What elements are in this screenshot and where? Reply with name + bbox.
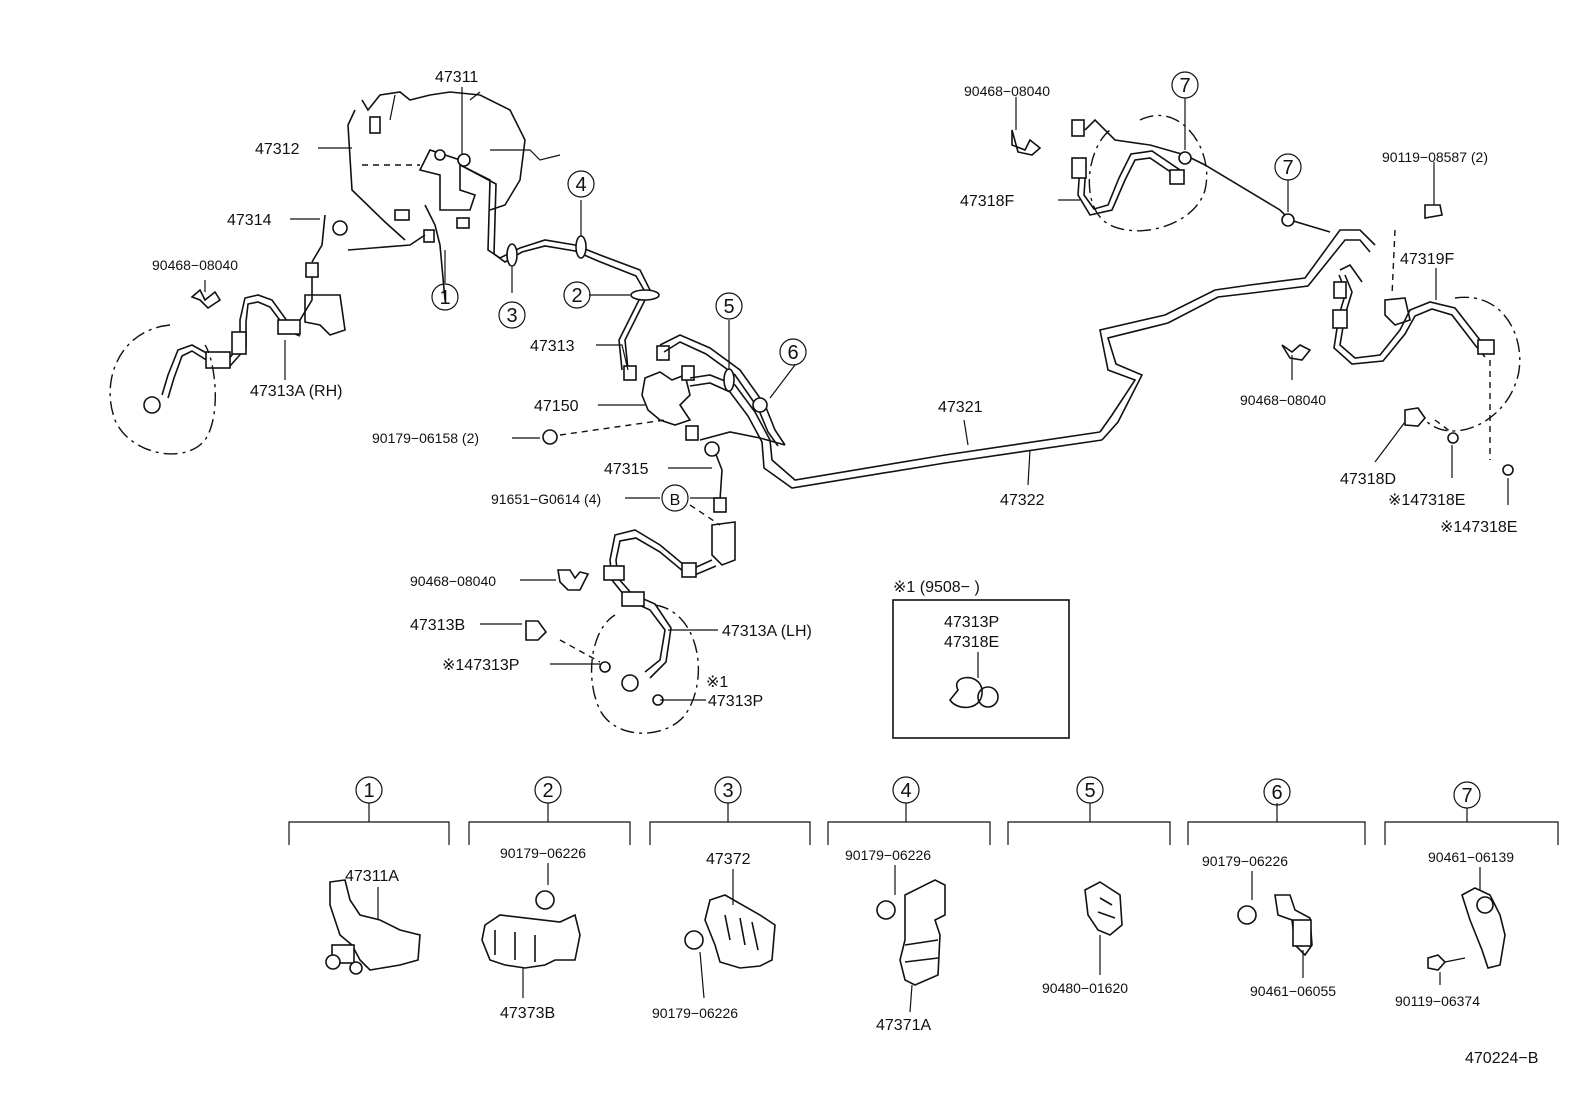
detail-5-number: 5 [1084,780,1095,802]
callout-7a: 7 [1179,75,1190,97]
label-47313: 47313 [530,338,575,355]
label-47314: 47314 [227,212,272,229]
proportioning-valve-47150 [542,334,1103,489]
note-box-title: ※1 (9508− ) [893,579,980,596]
detail-6-number: 6 [1271,782,1282,804]
callout-7b: 7 [1282,157,1293,179]
label-47313a-lh: 47313A (LH) [722,623,812,640]
callout-1: 1 [439,287,450,309]
detail-7-label-1: 90461−06139 [1428,849,1514,865]
label-47312: 47312 [255,141,300,158]
label-47318d: 47318D [1340,471,1396,488]
front-lh-hose [525,441,736,734]
clip-90468-b [557,569,590,591]
label-90468-d: 90468−08040 [1240,392,1326,408]
label-147318e-1: ※147318E [1388,492,1465,509]
detail-1-bracket-47311a: 47311A [325,868,421,975]
detail-3-clamp-47372: 47372 90179−06226 [652,851,776,1021]
label-47322: 47322 [1000,492,1045,509]
label-star1: ※1 [706,674,728,691]
detail-6-clip: 90179−06226 90461−06055 [1202,853,1336,999]
detail-1-label: 47311A [345,868,399,885]
label-90179-06158: 90179−06158 (2) [372,430,479,446]
label-90468-b: 90468−08040 [410,573,496,589]
rear-lh-hose [1332,204,1521,476]
detail-3-label-1: 47372 [706,851,751,868]
label-47150: 47150 [534,398,579,415]
label-47319f: 47319F [1400,251,1454,268]
clip-90468-d [1281,344,1312,361]
detail-5-label: 90480−01620 [1042,980,1128,996]
detail-6-label-2: 90461−06055 [1250,983,1336,999]
label-147318e-2: ※147318E [1440,519,1517,536]
label-90468-c: 90468−08040 [964,83,1050,99]
detail-7-number: 7 [1461,785,1472,807]
clip-90468-a [190,288,222,310]
clip-90468-c [1011,129,1042,156]
label-47321: 47321 [938,399,983,416]
callout-2: 2 [571,285,582,307]
detail-5-clip-90480: 90480−01620 [1042,881,1128,996]
front-rh-hose [109,294,346,455]
label-47313p: 47313P [708,693,763,710]
label-91651: 91651−G0614 (4) [491,491,601,507]
detail-4-label-2: 47371A [876,1017,931,1034]
detail-3-number: 3 [722,780,733,802]
label-90119-08587: 90119−08587 (2) [1382,149,1488,165]
callout-6: 6 [787,342,798,364]
diagram-code: 470224−B [1465,1050,1538,1067]
callouts: 1 2 3 4 5 6 7 7 B [431,71,1302,512]
line-47314 [299,214,426,321]
label-47313b: 47313B [410,617,465,634]
label-47311: 47311 [435,69,478,86]
note-box: ※1 (9508− ) 47313P 47318E [892,579,1070,739]
label-47315: 47315 [604,461,649,478]
note-box-part-2: 47318E [944,634,999,651]
label-47313a-rh: 47313A (RH) [250,383,343,400]
detail-brackets [288,803,1559,845]
detail-7-label-2: 90119−06374 [1395,993,1480,1009]
detail-2-clamp-47373b: 90179−06226 47373B [481,845,586,1022]
detail-6-label-1: 90179−06226 [1202,853,1288,869]
detail-2-label-2: 47373B [500,1005,555,1022]
callout-3: 3 [506,305,517,327]
detail-4-clamp-47371a: 90179−06226 47371A [845,847,946,1034]
label-90468-a: 90468−08040 [152,257,238,273]
rear-rh-line [1071,114,1331,233]
detail-4-label-1: 90179−06226 [845,847,931,863]
detail-2-number: 2 [542,780,553,802]
detail-1-number: 1 [363,780,374,802]
label-47318f: 47318F [960,193,1014,210]
callout-4: 4 [575,174,586,196]
part-labels: 47311 47312 47314 90468−08040 47313A (RH… [152,69,1517,710]
detail-3-label-2: 90179−06226 [652,1005,738,1021]
callout-5: 5 [723,296,734,318]
master-cylinder-assembly [347,91,660,371]
detail-4-number: 4 [900,780,911,802]
detail-2-label-1: 90179−06226 [500,845,586,861]
note-box-part-1: 47313P [944,614,999,631]
detail-numbers: 1 2 3 4 5 6 7 [355,776,1481,809]
long-lines-47321-47322 [1099,229,1376,441]
leader-lines [204,87,1509,701]
detail-7-clamp: 90461−06139 90119−06374 [1395,849,1514,1009]
callout-b: B [670,492,681,509]
label-147313p: ※147313P [442,657,519,674]
